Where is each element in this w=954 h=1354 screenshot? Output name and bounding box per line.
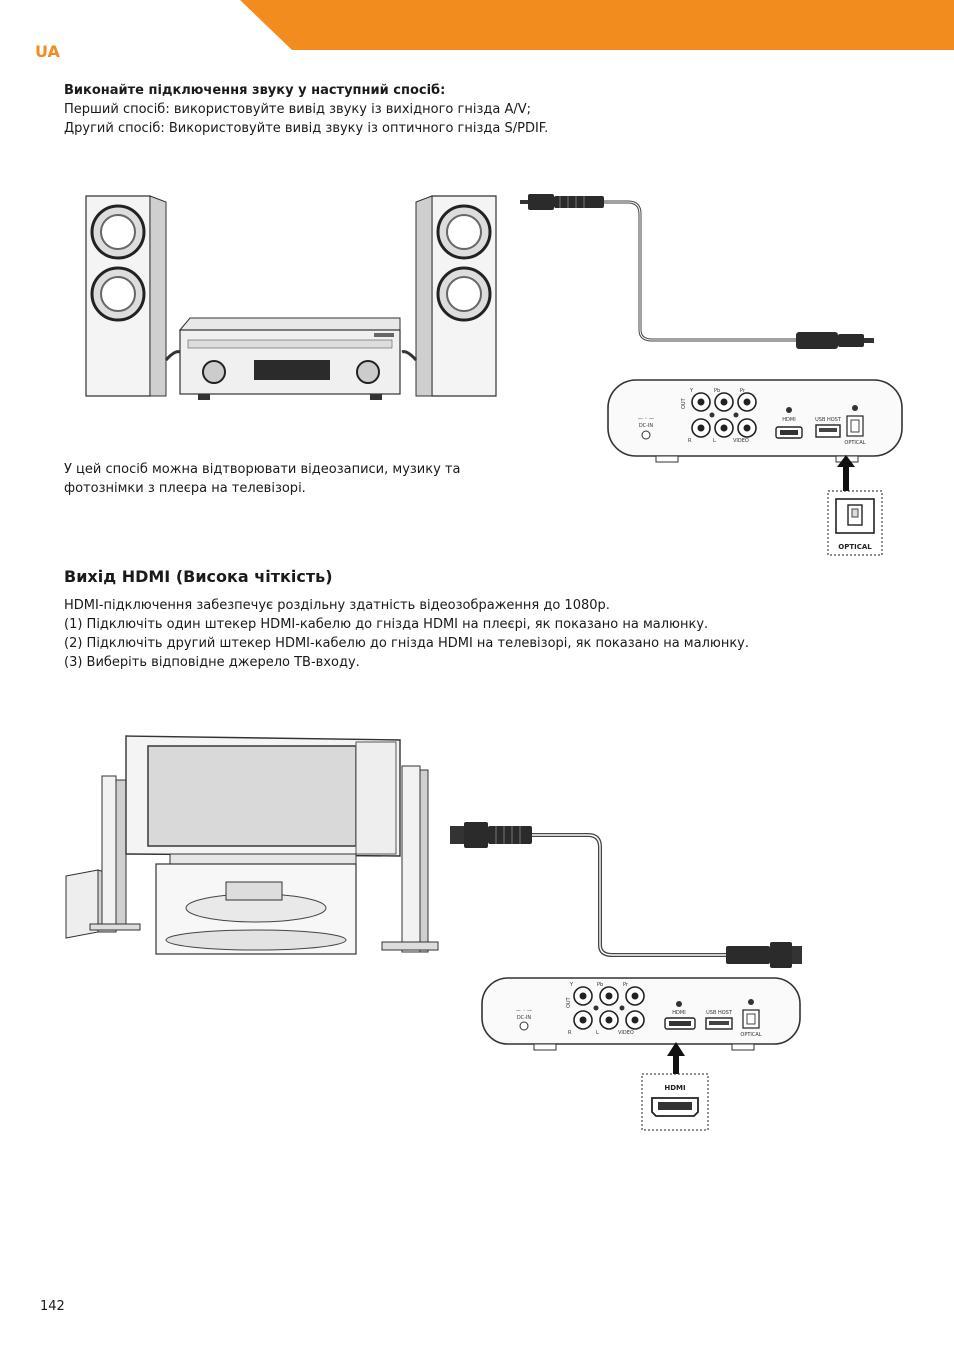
hdmi-heading: Вихід HDMI (Висока чіткість) xyxy=(64,567,333,586)
hdmi-line-3: (2) Підключіть другий штекер HDMI-кабелю… xyxy=(64,636,749,651)
caption-line-2: фотознімки з плеєра на телевізорі. xyxy=(64,481,306,496)
av-receiver xyxy=(178,317,401,400)
audio-line-2: Другий спосіб: Використовуйте вивід звук… xyxy=(64,121,549,136)
hdmi-label-2: HDMI xyxy=(672,1010,685,1016)
pb-label: Pb xyxy=(714,388,720,394)
usb-label: USB HOST xyxy=(815,417,842,423)
audio-title: Виконайте підключення звуку у наступний … xyxy=(64,83,446,98)
language-badge: UA xyxy=(35,42,60,61)
optical-cable-illustration xyxy=(520,194,874,349)
hdmi-callout-label: HDMI xyxy=(664,1084,685,1092)
pr-label: Pr xyxy=(740,388,746,394)
right-tower-speaker xyxy=(381,765,439,953)
header-tab xyxy=(240,0,954,50)
r-label: R xyxy=(688,438,692,444)
video-label: VIDEO xyxy=(733,438,749,444)
hdmi-callout: HDMI xyxy=(641,1042,709,1131)
rca-jacks-2 xyxy=(573,986,645,1030)
speakers-receiver-illustration xyxy=(85,195,497,400)
optical-callout-label: OPTICAL xyxy=(838,543,872,551)
pr-label-2: Pr xyxy=(623,982,629,988)
optical-port-label: OPTICAL xyxy=(844,440,865,446)
y-label: Y xyxy=(689,388,694,394)
caption-line-1: У цей спосіб можна відтворювати відеозап… xyxy=(64,462,461,477)
dcin-top-label: — ◦ — xyxy=(638,416,654,422)
left-speaker xyxy=(85,195,167,397)
media-player-device-2: — ◦ — DC-IN OUT Y Pb Pr R L VIDEO HDMI U… xyxy=(481,977,801,1051)
out-label-2: OUT xyxy=(566,996,572,1008)
page-number: 142 xyxy=(40,1299,65,1314)
hdmi-line-4: (3) Виберіть відповідне джерело ТВ-входу… xyxy=(64,655,360,670)
tv-stand xyxy=(155,863,357,955)
out-label: OUT xyxy=(681,397,687,409)
audio-line-1: Перший спосіб: використовуйте вивід звук… xyxy=(64,102,532,117)
hdmi-line-1: HDMI-підключення забезпечує роздільну зд… xyxy=(64,598,610,613)
dcin-label-2: DC-IN xyxy=(517,1015,532,1021)
television xyxy=(125,735,401,865)
dcin-label: DC-IN xyxy=(639,423,654,429)
rca-jacks xyxy=(691,392,757,438)
l-label: L xyxy=(713,438,716,444)
optical-port-label-2: OPTICAL xyxy=(740,1032,761,1038)
l-label-2: L xyxy=(596,1030,599,1036)
hdmi-cable-illustration xyxy=(450,822,802,968)
y-label-2: Y xyxy=(569,982,574,988)
usb-label-2: USB HOST xyxy=(706,1010,733,1016)
video-label-2: VIDEO xyxy=(618,1030,634,1036)
tv-home-theater-illustration xyxy=(65,735,439,955)
right-speaker xyxy=(415,195,497,397)
r-label-2: R xyxy=(568,1030,572,1036)
media-player-device-1: — ◦ — DC-IN OUT Y Pb Pr R L VIDEO HDMI U… xyxy=(607,379,903,463)
hdmi-line-2: (1) Підключіть один штекер HDMI-кабелю д… xyxy=(64,617,709,632)
hdmi-label: HDMI xyxy=(782,417,795,423)
optical-callout: OPTICAL xyxy=(827,455,883,556)
pb-label-2: Pb xyxy=(597,982,603,988)
dcin-top-label-2: — ◦ — xyxy=(516,1008,532,1014)
